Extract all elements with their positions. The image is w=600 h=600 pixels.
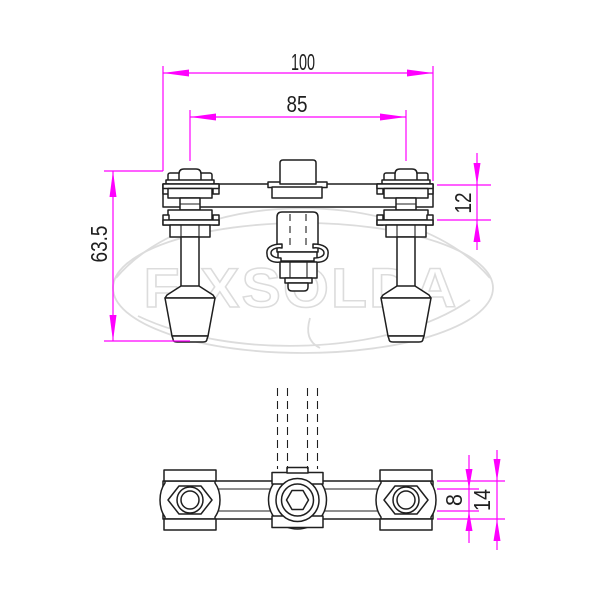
clip-hook-right [312, 243, 329, 263]
nut-node-right [375, 469, 437, 531]
arrowhead [493, 519, 501, 541]
dimension-100-label: 100 [291, 49, 315, 75]
arrowhead [493, 459, 501, 481]
dimension-inner-width: 8 [437, 455, 479, 543]
dimension-63-5-label: 63.5 [86, 226, 112, 263]
clip-hook-left [266, 243, 283, 263]
arrowhead [109, 171, 117, 197]
buffer-cone [164, 297, 216, 337]
arrowhead [465, 469, 473, 489]
dimension-overall-height: 63.5 [86, 170, 190, 342]
center-block [279, 159, 317, 185]
socket-tab [286, 466, 309, 474]
node-plate-bottom [163, 518, 217, 531]
watermark-hook [307, 317, 321, 349]
bracket-plate-upper [167, 187, 213, 199]
arrowhead [407, 69, 433, 77]
arrowhead [473, 163, 481, 185]
dimension-12-label: 12 [450, 193, 476, 214]
buffer-stem [180, 236, 200, 288]
bottom-view [159, 388, 437, 531]
bolt-assembly-left [162, 168, 220, 343]
center-tip [287, 282, 309, 292]
dimension-85-label: 85 [287, 91, 308, 117]
node-circle-inner [180, 490, 200, 510]
dimension-outer-width: 14 [437, 450, 505, 550]
arrowhead [473, 220, 481, 242]
arrowhead [465, 511, 473, 531]
center-washer [277, 251, 318, 262]
dimension-stud-spacing: 85 [189, 91, 407, 161]
lock-hex-nut [169, 224, 211, 238]
node-plate-top [163, 469, 217, 482]
socket-hex [285, 489, 310, 511]
center-plate-body [271, 186, 323, 199]
bracket-plate-lower [167, 209, 213, 221]
dimension-8-label: 8 [441, 494, 467, 506]
dimension-overall-width: 100 [162, 49, 434, 181]
center-hex-nut [279, 261, 318, 279]
bolt-dome-nut [178, 168, 202, 182]
socket-node-center [267, 466, 328, 530]
arrowhead [380, 113, 406, 121]
hidden-projection-lines [276, 388, 319, 469]
dimension-14-label: 14 [469, 489, 495, 511]
arrowhead [190, 113, 216, 121]
nut-node-left [159, 469, 221, 531]
arrowhead [109, 315, 117, 341]
watermark-upper-swoosh [115, 207, 491, 279]
center-cylinder [276, 211, 319, 253]
dimension-rail-height: 12 [437, 153, 491, 250]
arrowhead [163, 69, 189, 77]
front-view [162, 159, 434, 343]
dimensions: 100 85 63.5 12 [86, 49, 505, 550]
